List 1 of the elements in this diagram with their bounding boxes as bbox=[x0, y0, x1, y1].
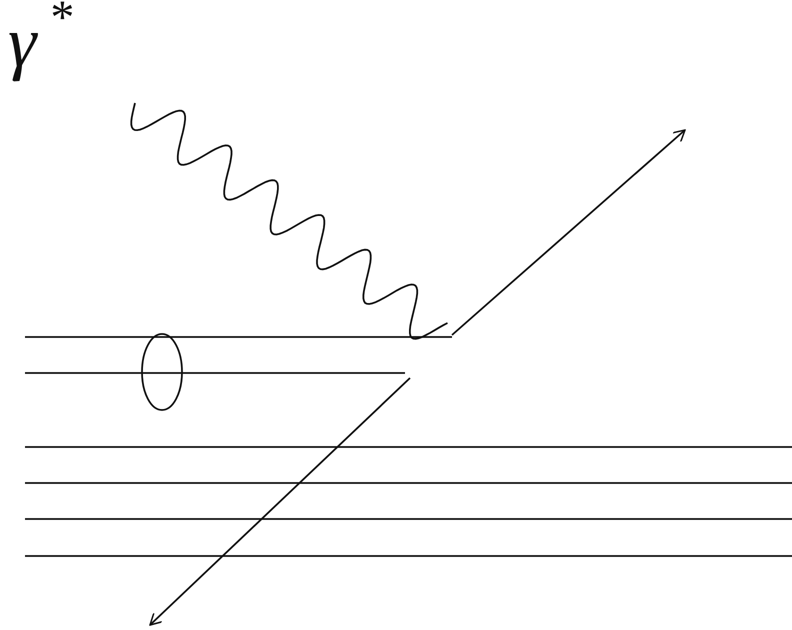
photon-label: γ$^{*}$ bbox=[8, 0, 74, 82]
